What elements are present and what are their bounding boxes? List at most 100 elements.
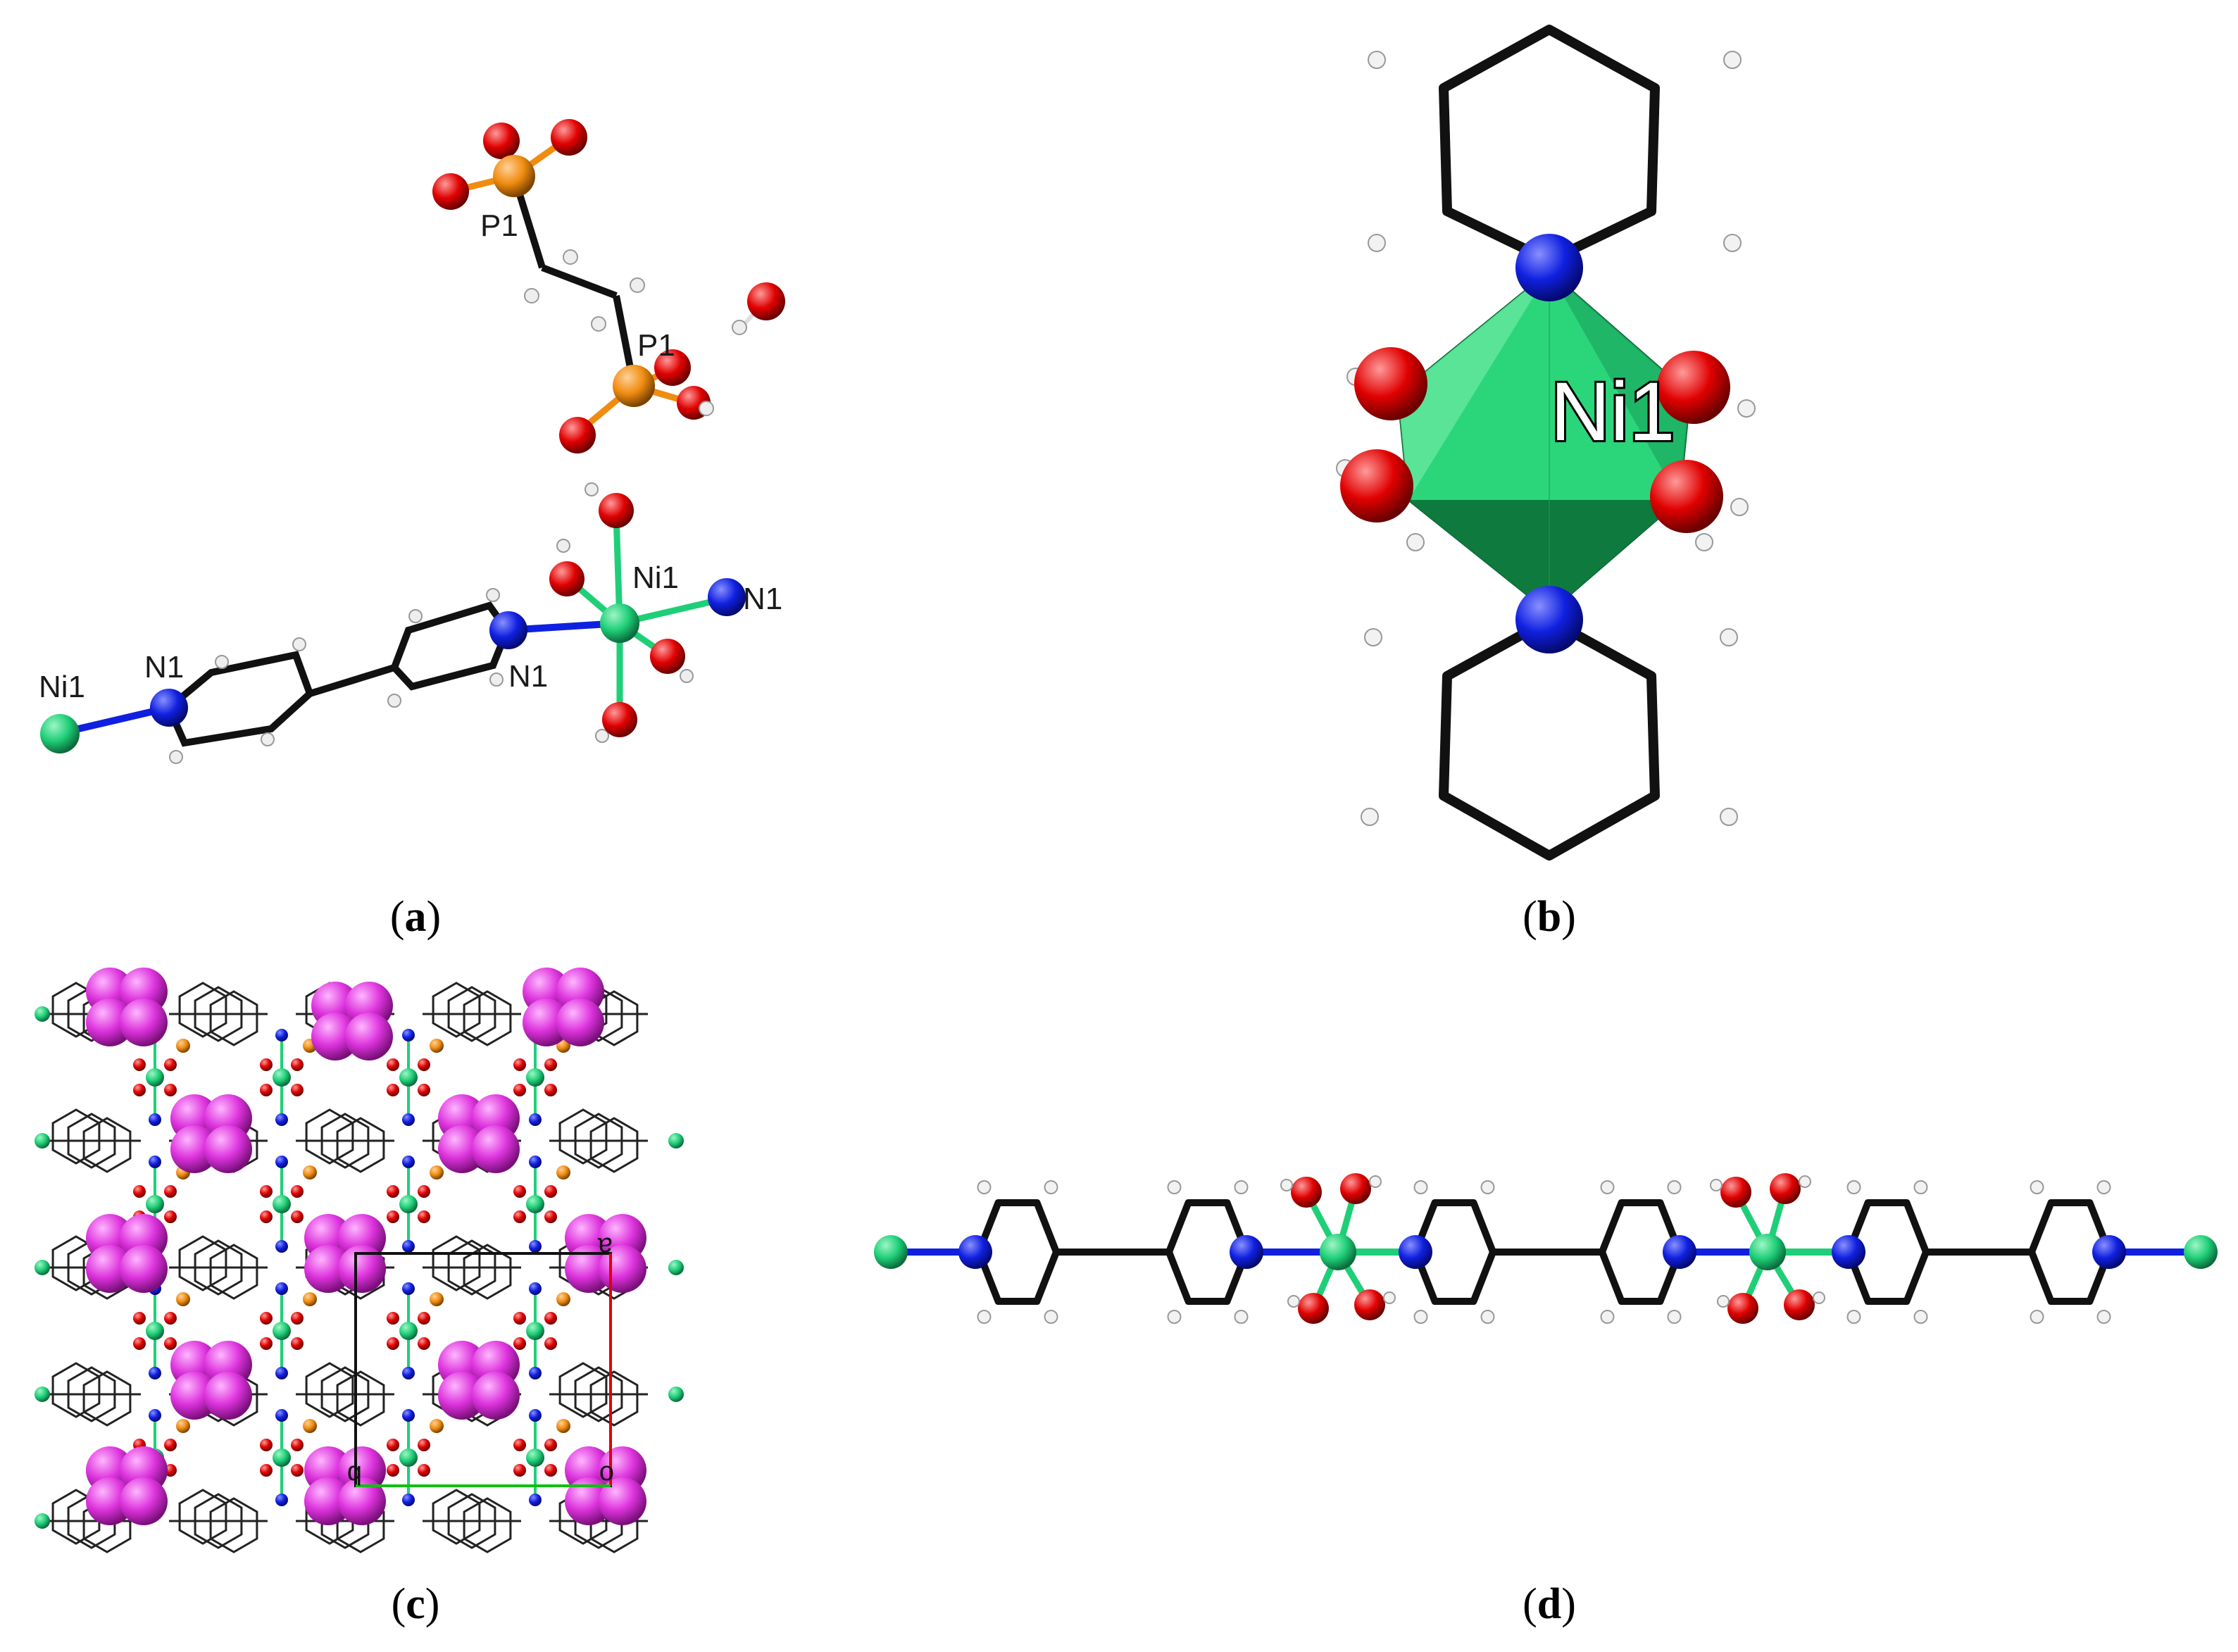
packing-ring [178,1489,227,1545]
hydrogen-atom [1667,1180,1682,1194]
caption-d: (d) [1523,1580,1576,1628]
axis-label-o: o [599,1460,614,1489]
label-ni1-octahedron: Ni1 [1550,365,1675,458]
nitrogen-atom [1832,1235,1865,1269]
packing-ring [463,1244,512,1300]
packing-nickel [526,1448,544,1467]
hydrogen-atom [1383,1291,1396,1304]
axis-label-b: b [347,1460,362,1489]
packing-oxygen [387,1084,399,1096]
packing-phosphorus [556,1292,570,1306]
nickel-atom-terminal [2184,1235,2218,1269]
packing-nickel [35,1513,50,1529]
packing-nitrogen [402,1409,415,1422]
nitrogen-atom [1230,1235,1263,1269]
packing-phosphorus [556,1419,570,1433]
void-sphere [86,1245,134,1293]
packing-oxygen [418,1464,430,1477]
oxygen-atom [1340,1173,1371,1204]
packing-ring [209,1497,258,1553]
packing-phosphorus [303,1165,317,1179]
pyridine-ring [975,1199,1060,1305]
nitrogen-atom [1399,1235,1432,1269]
void-sphere [204,1125,252,1173]
oxygen-atom [1354,1289,1385,1320]
pyridine-ring [1412,1199,1496,1305]
void-sphere [120,1477,168,1525]
label-ni1-center: Ni1 [632,561,679,595]
packing-oxygen [418,1439,430,1451]
packing-phosphorus [303,1292,317,1306]
panel-a: P1 P1 Ni1 N1 N1 N1 Ni1 [39,119,785,764]
void-sphere [120,999,168,1046]
packing-nitrogen [529,1409,542,1422]
packing-ring [320,1366,370,1422]
hydrogen-atom [2096,1180,2111,1194]
axis-label-a: a [597,1232,613,1261]
bipyridine-nickel-fragment [40,482,746,764]
hydrogen-atom [1799,1175,1811,1188]
packing-ring [558,1362,608,1418]
packing-nitrogen [275,1494,288,1506]
packing-nickel [35,1133,50,1149]
packing-nickel [146,1322,164,1340]
packing-oxygen [291,1464,304,1477]
packing-oxygen [544,1337,557,1350]
packing-ring [194,1493,243,1549]
hydrogen-atom [1280,1179,1293,1191]
packing-nitrogen [149,1113,161,1126]
packing-oxygen [260,1084,273,1096]
hydrogen-atom [1480,1180,1495,1194]
packing-oxygen [164,1439,177,1451]
hydrogen-atom [1044,1180,1058,1194]
packing-nitrogen [529,1156,542,1168]
hydrogen-atom [2030,1310,2044,1324]
label-n1-right: N1 [743,582,782,616]
packing-phosphorus [176,1419,190,1433]
packing-nitrogen [275,1156,288,1168]
hydrogen-atom [1846,1180,1861,1194]
void-sphere [599,1477,646,1525]
packing-ring [432,1489,481,1545]
packing-nickel [399,1195,418,1213]
packing-nitrogen [149,1156,161,1168]
packing-nitrogen [402,1113,415,1126]
packing-ring [67,1366,116,1422]
packing-oxygen [133,1185,146,1198]
caption-b-letter: b [1537,893,1561,941]
caption-b: (b) [1523,893,1576,941]
void-sphere [338,1245,386,1293]
packing-oxygen [418,1337,430,1350]
hydrogen-atom [1600,1310,1615,1324]
packing-oxygen [133,1084,146,1096]
packing-ring [51,1108,101,1165]
hydrogen-atom [2096,1310,2111,1324]
panel-b: Ni1 [1336,25,1756,861]
packing-oxygen [544,1084,557,1096]
packing-oxygen [133,1058,146,1071]
packing-oxygen [513,1185,526,1198]
packing-oxygen [164,1312,177,1325]
void-sphere [565,1477,613,1525]
packing-phosphorus [430,1165,444,1179]
caption-d-letter: d [1537,1580,1561,1628]
hydrogen-atom [1413,1180,1428,1194]
packing-ring [432,982,481,1038]
oxygen-atom [1784,1289,1815,1320]
nitrogen-atom [1663,1235,1696,1269]
nickel-atom [1749,1234,1786,1270]
packing-ring [178,982,227,1038]
packing-nickel [35,1006,50,1022]
oxygen-atom [1770,1173,1801,1204]
packing-ring [336,1117,385,1173]
packing-nickel [399,1068,418,1087]
packing-oxygen [260,1312,273,1325]
void-sphere [338,1477,386,1525]
packing-ring [194,986,243,1042]
packing-ring [589,1117,639,1173]
packing-phosphorus [556,1165,570,1179]
hydrogen-atom [2030,1180,2044,1194]
void-sphere [472,1125,520,1173]
void-sphere [345,1013,393,1060]
packing-oxygen [418,1185,430,1198]
